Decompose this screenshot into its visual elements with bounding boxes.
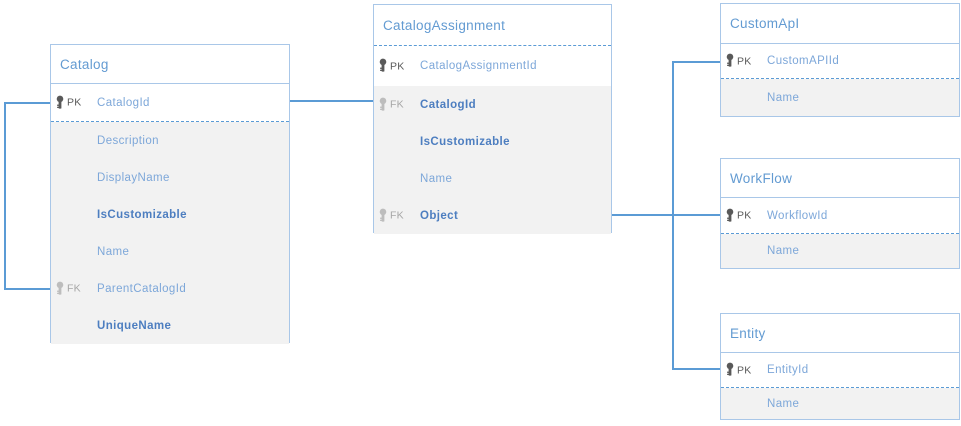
key-label: PK (737, 209, 752, 222)
table-workflow: WorkFlow PK WorkflowId Name (720, 158, 960, 269)
table-catalog: Catalog PK CatalogId Description Display… (50, 44, 290, 344)
row-entity-name: Name (721, 388, 959, 419)
field-name: Name (420, 172, 453, 185)
field-name: CatalogAssignmentId (420, 60, 537, 72)
table-catalog-title: Catalog (51, 45, 289, 84)
field-name: CatalogId (97, 96, 150, 109)
field-name: UniqueName (97, 319, 172, 332)
field-name: WorkflowId (767, 209, 828, 222)
key-label: FK (390, 98, 404, 111)
row-catalogassignment-iscustomizable: IsCustomizable (374, 123, 611, 160)
row-catalog-description: Description (51, 122, 289, 159)
row-catalog-iscustomizable: IsCustomizable (51, 196, 289, 233)
row-catalog-name: Name (51, 233, 289, 270)
table-entity: Entity PK EntityId Name (720, 313, 960, 420)
row-catalogassignment-name: Name (374, 160, 611, 197)
field-name: Name (97, 245, 130, 258)
foreign-key-icon (378, 97, 388, 112)
attribute-section: Description DisplayName IsCustomizable N… (51, 122, 289, 344)
table-customapi-title: CustomApI (721, 4, 959, 44)
key-label: PK (67, 96, 82, 109)
attribute-section: Name (721, 79, 959, 116)
row-workflow-workflowid: PK WorkflowId (721, 198, 959, 234)
field-name: CustomAPIId (767, 55, 840, 67)
primary-key-icon (725, 208, 735, 223)
key-label: PK (390, 60, 405, 72)
table-customapi: CustomApI PK CustomAPIId Name (720, 3, 960, 117)
field-name: IsCustomizable (420, 135, 510, 148)
connector-object-to-entity (672, 368, 720, 370)
row-catalogassignment-catalogassignmentid: PK CatalogAssignmentId (374, 46, 611, 86)
row-entity-entityid: PK EntityId (721, 353, 959, 388)
attribute-section: Name (721, 388, 959, 419)
connector-object-to-customapi (672, 61, 720, 63)
table-workflow-title: WorkFlow (721, 159, 959, 198)
row-catalog-displayname: DisplayName (51, 159, 289, 196)
connector-object-to-workflow (611, 214, 720, 216)
key-label: FK (390, 209, 404, 222)
field-name: Object (420, 209, 459, 222)
row-catalog-catalogid: PK CatalogId (51, 84, 289, 122)
field-name: Description (97, 134, 159, 147)
foreign-key-icon (378, 208, 388, 223)
primary-key-icon (725, 362, 735, 378)
table-entity-title: Entity (721, 314, 959, 353)
row-catalog-uniquename: UniqueName (51, 307, 289, 344)
row-catalogassignment-object: FK Object (374, 197, 611, 234)
field-name: Name (767, 245, 800, 257)
connector-object-bus (672, 61, 674, 369)
attribute-section: Name (721, 234, 959, 268)
table-catalogassignment-title: CatalogAssignment (374, 5, 611, 46)
key-label: PK (737, 364, 752, 376)
row-catalogassignment-catalogid: FK CatalogId (374, 86, 611, 123)
attribute-section: FK CatalogId IsCustomizable Name FK Obje… (374, 86, 611, 234)
connector-catalog-self-top (4, 102, 50, 104)
primary-key-icon (725, 53, 735, 69)
field-name: IsCustomizable (97, 208, 187, 221)
key-label: FK (67, 282, 81, 295)
connector-catalog-to-catalogassignment (289, 100, 373, 102)
field-name: Name (767, 91, 800, 104)
row-customapi-customapiid: PK CustomAPIId (721, 44, 959, 79)
field-name: ParentCatalogId (97, 282, 187, 295)
field-name: DisplayName (97, 171, 170, 184)
field-name: Name (767, 397, 800, 410)
connector-catalog-self-side (4, 102, 6, 289)
row-workflow-name: Name (721, 234, 959, 268)
field-name: CatalogId (420, 98, 476, 111)
primary-key-icon (378, 58, 388, 74)
row-catalog-parentcatalogid: FK ParentCatalogId (51, 270, 289, 307)
connector-catalog-self-bottom (4, 288, 50, 290)
row-customapi-name: Name (721, 79, 959, 116)
table-catalogassignment: CatalogAssignment PK CatalogAssignmentId… (373, 4, 612, 234)
foreign-key-icon (55, 281, 65, 296)
primary-key-icon (55, 95, 65, 110)
key-label: PK (737, 55, 752, 67)
field-name: EntityId (767, 364, 809, 376)
